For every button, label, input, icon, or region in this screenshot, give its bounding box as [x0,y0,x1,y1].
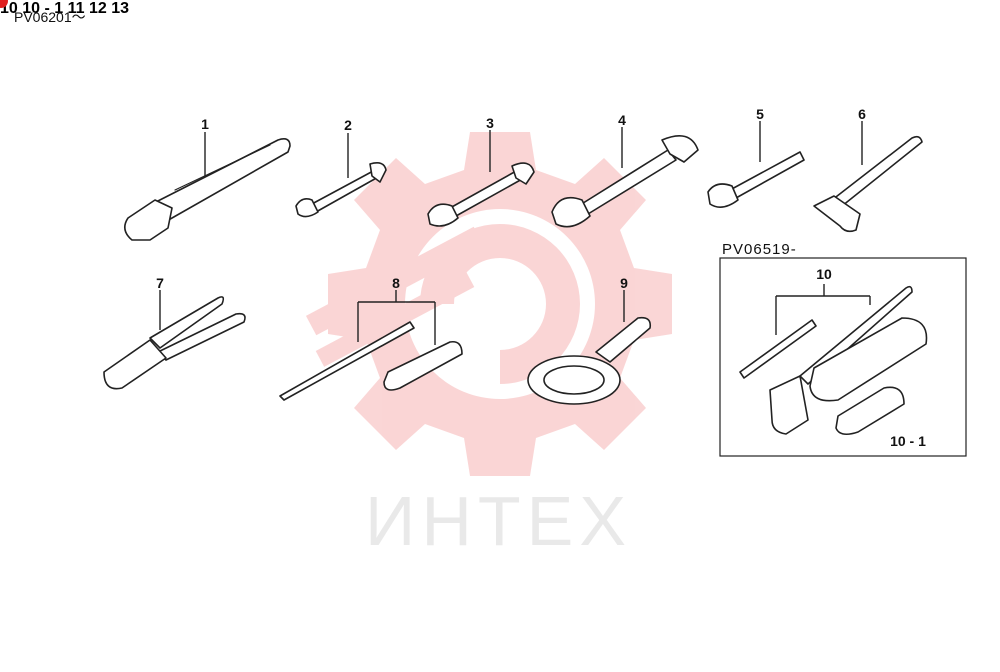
part-6-box-wrench[interactable] [813,121,923,233]
part-2-wrench-small[interactable] [295,133,387,218]
label-4: 4 [618,112,626,128]
label-10-inset: 10 [816,266,832,282]
part-7-pliers[interactable] [103,290,246,390]
label-10-1-inset: 10 - 1 [890,433,926,449]
label-2: 2 [344,117,352,133]
label-7: 7 [156,275,164,291]
label-10-1: 10 - 1 [22,0,64,17]
label-12: 12 [89,0,107,17]
inset-frame [719,257,967,457]
label-8: 8 [392,275,400,291]
part-9-ring-spanner[interactable] [527,290,652,405]
label-5: 5 [756,106,764,122]
diagram-code: PV06201〜 [14,9,86,25]
label-13: 13 [111,0,130,17]
label-9: 9 [620,275,628,291]
label-11: 11 [67,0,85,17]
part-3-wrench-medium[interactable] [427,130,535,227]
part-8-screwdriver[interactable] [279,290,463,401]
label-1: 1 [201,116,209,132]
part-4-wrench-large[interactable] [551,127,699,228]
inset-part-10-grease-gun[interactable] [739,284,928,436]
part-1-adjustable-wrench[interactable] [124,132,291,241]
part-5-combination-wrench[interactable] [707,121,805,208]
label-6: 6 [858,106,866,122]
watermark-text: ИНТЕХ [365,482,632,560]
label-3: 3 [486,115,494,131]
inset-code: PV06519- [722,241,797,258]
corner-marker [0,0,8,8]
